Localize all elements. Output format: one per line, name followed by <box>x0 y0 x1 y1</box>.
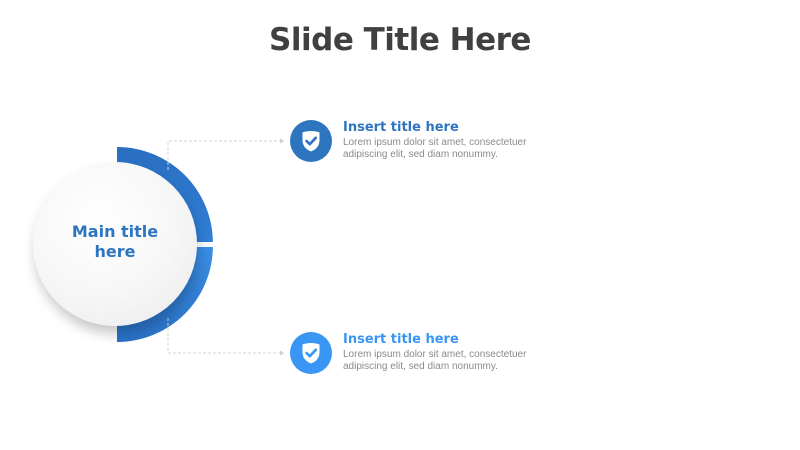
item-icon-badge <box>290 120 332 162</box>
item-description: Lorem ipsum dolor sit amet, consectetuer… <box>343 137 527 160</box>
item-title: Insert title here <box>343 120 459 135</box>
shield-check-icon <box>302 131 320 152</box>
upper-arc-segment <box>117 147 213 242</box>
main-circle <box>33 162 197 326</box>
list-item: Insert title here Lorem ipsum dolor sit … <box>290 120 550 170</box>
list-item: Insert title here Lorem ipsum dolor sit … <box>290 332 550 382</box>
connector-line-bottom <box>167 318 280 354</box>
item-description: Lorem ipsum dolor sit amet, consectetuer… <box>343 349 527 372</box>
connector-line-top <box>167 140 280 170</box>
main-title: Main title here <box>71 222 159 261</box>
item-title: Insert title here <box>343 332 459 347</box>
connector-arrow-top <box>280 138 284 144</box>
connector-arrow-bottom <box>280 350 284 356</box>
shield-check-icon <box>302 343 320 364</box>
lower-arc-segment <box>117 247 213 342</box>
slide-title: Slide Title Here <box>269 22 531 58</box>
item-icon-badge <box>290 332 332 374</box>
